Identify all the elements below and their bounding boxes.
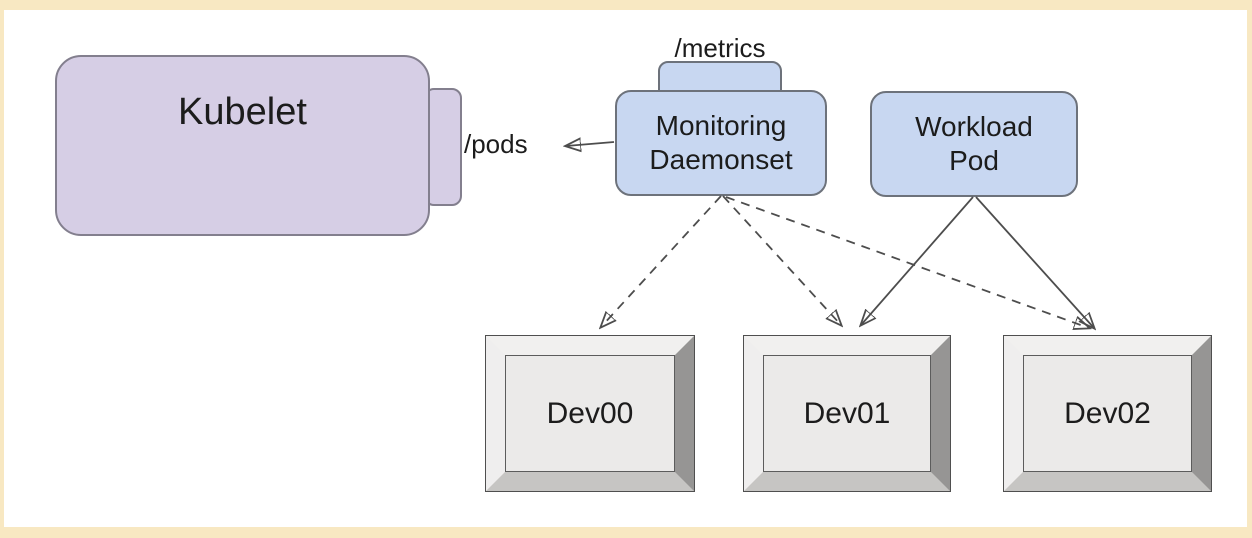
pods-endpoint-label: /pods	[464, 129, 528, 159]
monitoring-daemonset-node: Monitoring Daemonset	[615, 90, 827, 196]
edge-monitoring-to-dev01	[722, 195, 841, 325]
device-bevel	[1004, 336, 1211, 491]
device-bevel	[486, 336, 694, 491]
device-label: Dev02	[1023, 355, 1192, 472]
edge-workload-to-dev01	[861, 196, 974, 325]
device-node-dev02: Dev02	[1003, 335, 1212, 492]
device-label: Dev00	[505, 355, 675, 472]
kubelet-node: Kubelet	[55, 55, 430, 236]
device-bevel	[744, 336, 950, 491]
device-node-dev01: Dev01	[743, 335, 951, 492]
edge-monitoring-to-dev00	[601, 195, 722, 327]
edge-monitoring-to-pods-endpoint	[566, 142, 615, 146]
workload-pod-node: Workload Pod	[870, 91, 1078, 197]
metrics-endpoint-label: /metrics	[674, 33, 766, 63]
device-label: Dev01	[763, 355, 931, 472]
edge-monitoring-to-dev02	[725, 196, 1089, 328]
device-node-dev00: Dev00	[485, 335, 695, 492]
edge-workload-to-dev02	[975, 196, 1094, 328]
